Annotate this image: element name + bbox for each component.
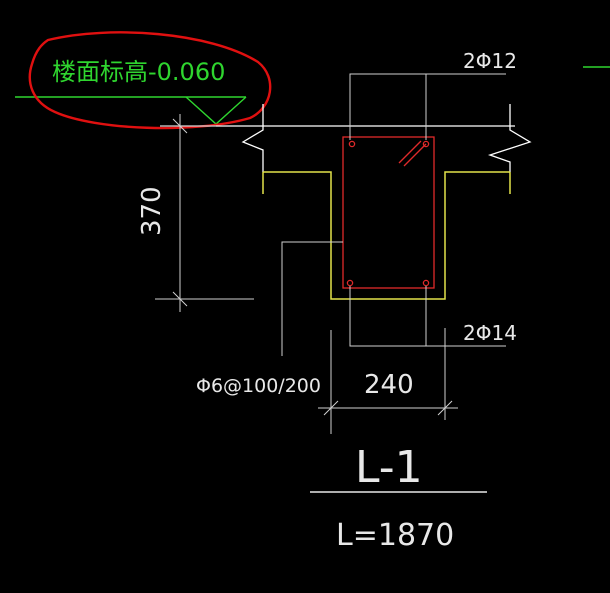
- width-dimension: [318, 328, 458, 434]
- width-dim-label: 240: [364, 370, 414, 400]
- stirrup-leader: [281, 241, 343, 356]
- bottom-rebar-label: 2Φ14: [463, 321, 517, 345]
- rebar-top-left: [348, 140, 356, 148]
- beam-length: L=1870: [336, 518, 454, 553]
- beam-outline: [263, 171, 510, 300]
- slab: [160, 104, 532, 172]
- height-tick-bottom: [172, 291, 188, 307]
- height-dim-label: 370: [137, 186, 167, 236]
- height-dimension: [155, 114, 254, 312]
- stirrup-label: Φ6@100/200: [196, 375, 321, 397]
- elevation-triangle: [185, 96, 247, 125]
- rebar-top-right: [422, 140, 430, 148]
- height-tick-top: [172, 118, 188, 134]
- width-tick-left: [323, 400, 339, 416]
- rebar-bottom-left: [346, 279, 354, 287]
- beam-id: L-1: [355, 442, 423, 493]
- slab-break-left: [241, 104, 264, 172]
- top-rebar-leader: [349, 73, 427, 140]
- bottom-rebar-leader: [349, 286, 427, 347]
- elevation-marker: 楼面标高-0.060: [15, 58, 247, 125]
- slab-break-right: [487, 104, 532, 172]
- stirrup-hook-1: [403, 143, 427, 167]
- leaders: [281, 73, 506, 356]
- rebar-cage: [342, 136, 435, 289]
- stirrup-hook-2: [398, 140, 422, 164]
- rebar-bottom-right: [422, 279, 430, 287]
- stirrup-rect: [342, 136, 435, 289]
- width-tick-right: [437, 400, 453, 416]
- top-rebar-label: 2Φ12: [463, 49, 517, 73]
- elevation-label: 楼面标高-0.060: [52, 58, 225, 86]
